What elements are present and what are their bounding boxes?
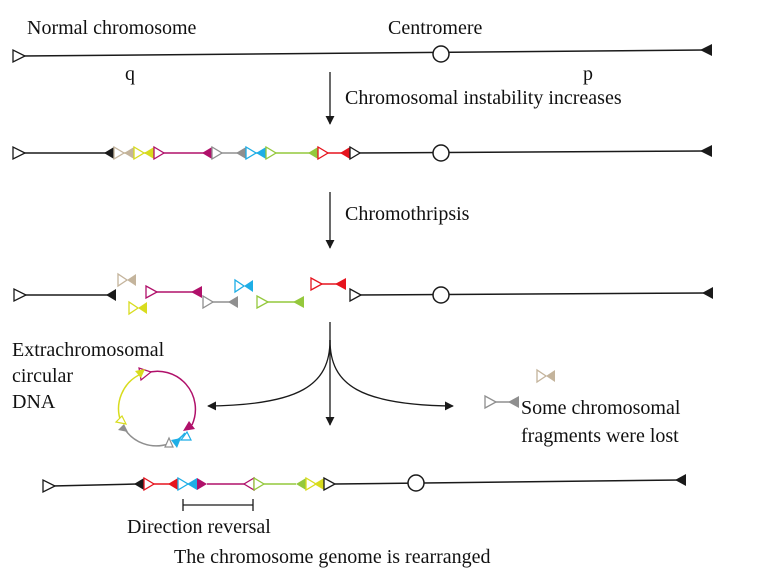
triangle-icon — [314, 478, 324, 490]
triangle-icon — [164, 436, 174, 448]
triangle-icon — [202, 147, 212, 159]
triangle-icon — [245, 145, 258, 161]
triangle-icon — [171, 438, 181, 448]
triangle-icon — [118, 424, 128, 432]
q-arm-label: q — [125, 63, 135, 85]
triangle-icon — [349, 287, 363, 303]
triangle-icon — [179, 430, 192, 441]
triangle-icon — [117, 272, 129, 288]
normal-chromosome-line — [21, 49, 705, 57]
normal-chromosome-label: Normal chromosome — [27, 17, 197, 39]
triangle-icon — [508, 396, 519, 408]
triangle-icon — [310, 276, 324, 292]
triangle-icon — [536, 368, 548, 384]
triangle-icon — [145, 284, 159, 300]
triangle-icon — [305, 476, 318, 492]
ecdna-circle — [114, 367, 197, 448]
triangle-icon — [114, 414, 128, 425]
triangle-icon — [675, 474, 686, 486]
triangle-icon — [197, 478, 207, 490]
centromere-label: Centromere — [388, 17, 483, 39]
triangle-icon — [113, 145, 126, 161]
triangle-icon — [546, 370, 555, 382]
arrow-icon — [207, 339, 331, 411]
direction-reversal-label: Direction reversal — [127, 516, 271, 538]
triangle-icon — [138, 302, 147, 314]
triangle-icon — [323, 476, 337, 492]
rearranged-chromosome — [42, 474, 686, 494]
centromere-circle-icon — [432, 45, 450, 63]
triangle-icon — [124, 147, 134, 159]
centromere-circle-icon — [407, 474, 425, 492]
direction-reversal-bracket — [182, 499, 254, 511]
triangle-icon — [484, 394, 498, 410]
triangle-icon — [183, 421, 195, 431]
triangle-icon — [211, 145, 224, 161]
triangle-icon — [177, 476, 190, 492]
ecdna-label-line3: DNA — [12, 391, 56, 413]
triangle-icon — [106, 289, 116, 301]
instability-label: Chromosomal instability increases — [345, 87, 622, 109]
branching-arrows — [207, 322, 454, 426]
triangle-icon — [104, 147, 114, 159]
triangle-icon — [143, 476, 156, 492]
triangle-icon — [144, 147, 154, 159]
triangle-icon — [236, 147, 246, 159]
triangle-icon — [12, 48, 27, 64]
triangle-icon — [191, 286, 202, 298]
triangle-icon — [293, 296, 304, 308]
centromere-circle-icon — [432, 286, 450, 304]
rearranged-label: The chromosome genome is rearranged — [174, 546, 491, 568]
triangle-icon — [702, 287, 713, 299]
triangle-icon — [134, 478, 144, 490]
triangle-icon — [153, 145, 166, 161]
p-arm-label: p — [583, 63, 593, 85]
triangle-icon — [135, 369, 145, 378]
triangle-icon — [202, 294, 215, 310]
chromothripsis-label: Chromothripsis — [345, 203, 470, 225]
triangle-icon — [308, 147, 318, 159]
lost-fragments-label-line1: Some chromosomal — [521, 397, 681, 419]
lost-fragments-label-line2: fragments were lost — [521, 425, 679, 447]
triangle-icon — [335, 278, 346, 290]
triangle-icon — [340, 147, 350, 159]
triangle-icon — [265, 145, 278, 161]
ecdna-label-line2: circular — [12, 365, 73, 387]
triangle-icon — [256, 147, 266, 159]
triangle-icon — [242, 476, 255, 492]
triangle-icon — [228, 296, 238, 308]
triangle-icon — [12, 145, 27, 161]
triangle-icon — [13, 287, 28, 303]
lost-fragments — [484, 368, 555, 410]
triangle-icon — [42, 478, 57, 494]
triangle-icon — [168, 478, 178, 490]
triangle-icon — [317, 145, 330, 161]
triangle-icon — [253, 476, 266, 492]
triangle-icon — [127, 274, 136, 286]
arrow-icon — [329, 339, 454, 411]
triangle-icon — [244, 280, 253, 292]
shattered-chromosome — [13, 272, 713, 316]
triangle-icon — [296, 478, 306, 490]
triangle-icon — [256, 294, 270, 310]
triangle-icon — [700, 44, 712, 56]
triangle-icon — [234, 278, 246, 294]
triangle-icon — [349, 145, 362, 161]
triangle-icon — [700, 145, 712, 157]
centromere-circle-icon — [432, 144, 450, 162]
unstable-chromosome — [12, 144, 712, 162]
ecdna-label-line1: Extrachromosomal — [12, 339, 165, 361]
triangle-icon — [187, 478, 197, 490]
triangle-icon — [128, 300, 140, 316]
triangle-icon — [133, 145, 146, 161]
